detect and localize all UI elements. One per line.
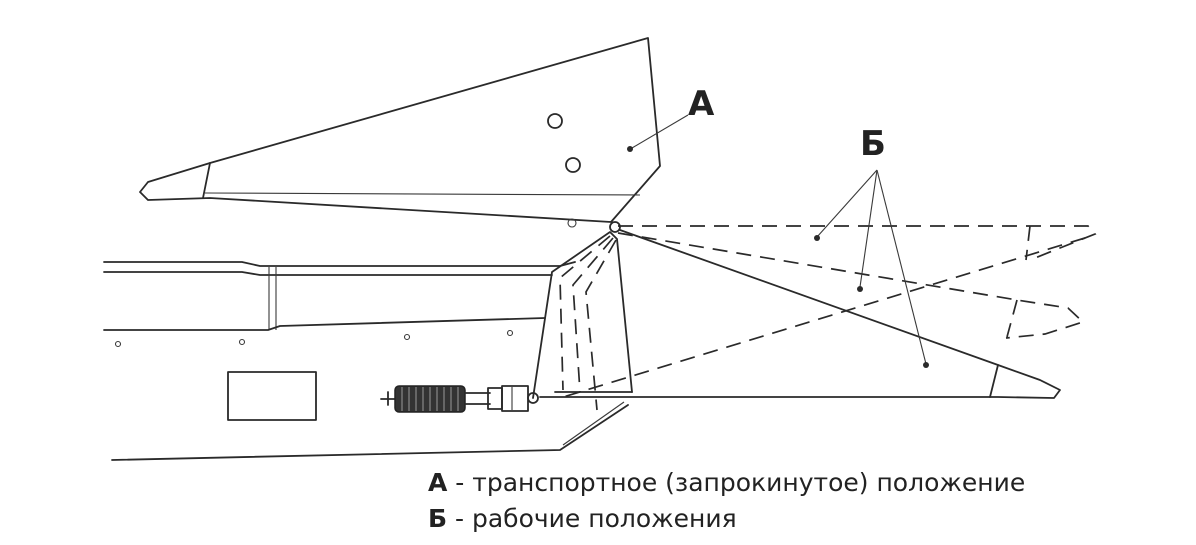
legend-key-a: А — [428, 468, 448, 497]
wing-lowest-position — [539, 229, 1061, 399]
legend-item-a: А - транспортное (запрокинутое) положени… — [428, 468, 1025, 497]
label-a-leader — [627, 114, 689, 152]
actuator — [380, 385, 539, 413]
wing-transport-position — [139, 37, 661, 233]
wing-working-positions — [559, 225, 1097, 411]
wing-support-fairing — [532, 231, 633, 399]
legend-text-b: - рабочие положения — [447, 504, 737, 533]
label-b-leaders — [814, 169, 929, 368]
label-b: Б — [860, 124, 886, 164]
legend-text-a: - транспортное (запрокинутое) положение — [447, 468, 1026, 497]
label-a: А — [688, 84, 715, 124]
fuselage — [103, 261, 633, 461]
access-panel — [227, 371, 317, 421]
legend-item-b: Б - рабочие положения — [428, 504, 737, 533]
legend-key-b: Б — [428, 504, 448, 533]
